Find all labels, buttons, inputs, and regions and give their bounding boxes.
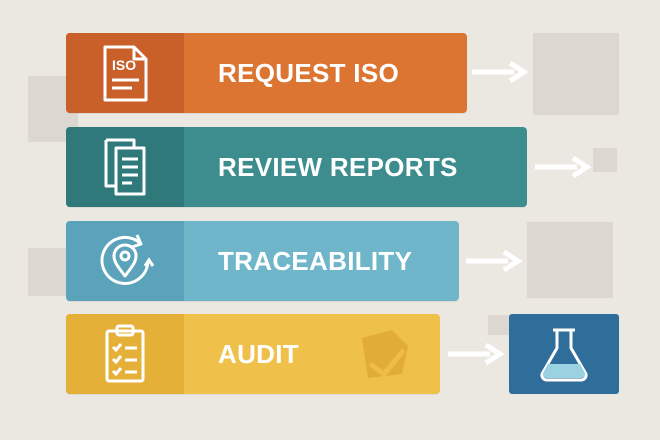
arrow-right-icon — [535, 155, 592, 179]
step-icon-cell: ISO — [66, 33, 184, 113]
step-audit: AUDIT — [66, 314, 440, 394]
background-square — [593, 148, 617, 172]
step-label: AUDIT — [218, 338, 299, 369]
documents-icon — [104, 138, 146, 196]
step-label: REQUEST ISO — [218, 57, 399, 88]
step-label: REVIEW REPORTS — [218, 151, 458, 182]
tag-watermark-icon — [362, 330, 408, 378]
step-request-iso: ISO REQUEST ISO — [66, 33, 467, 113]
checklist-clipboard-icon — [105, 324, 145, 383]
step-icon-cell — [66, 314, 184, 394]
flask-box — [509, 314, 619, 394]
step-label: TRACEABILITY — [218, 245, 413, 276]
step-icon-cell — [66, 221, 184, 301]
background-square — [488, 315, 514, 335]
step-icon-cell — [66, 127, 184, 207]
arrow-right-icon — [472, 60, 529, 84]
iso-document-icon: ISO — [103, 45, 148, 102]
step-traceability: TRACEABILITY — [66, 221, 459, 301]
step-review-reports: REVIEW REPORTS — [66, 127, 527, 207]
iso-icon-text: ISO — [112, 57, 136, 73]
background-square — [533, 33, 619, 115]
arrow-right-icon — [448, 342, 505, 366]
location-cycle-icon — [100, 234, 155, 285]
background-square — [527, 222, 613, 298]
arrow-right-icon — [466, 249, 523, 273]
flask-icon — [540, 328, 588, 382]
